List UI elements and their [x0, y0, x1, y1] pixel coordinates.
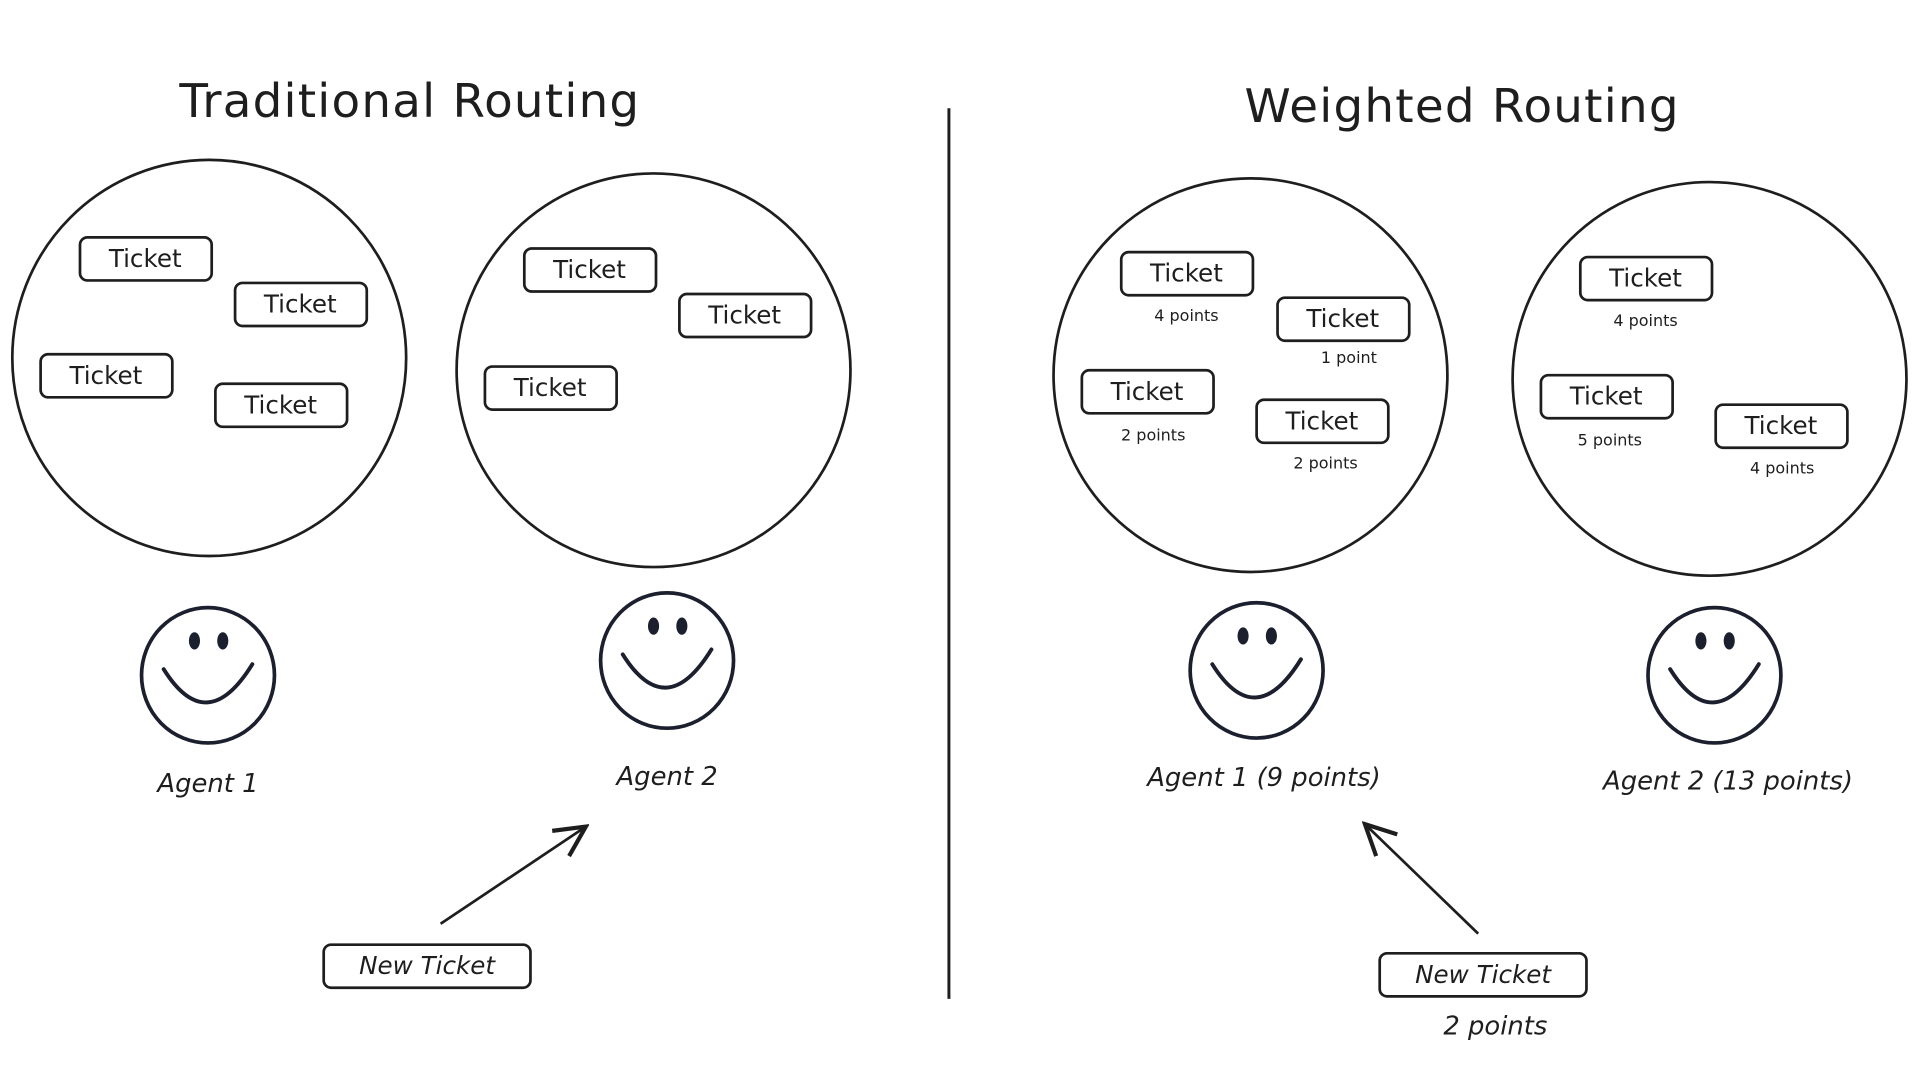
ticket-label: Ticket: [1608, 264, 1682, 293]
ticket[interactable]: Ticket: [483, 365, 618, 411]
arrow-icon: [1365, 824, 1480, 935]
traditional-routing-panel: Traditional Routing Ticket Ticket Ticket…: [10, 75, 852, 990]
ticket-label: Ticket: [68, 361, 142, 390]
agent1-queue-circle: [10, 158, 408, 558]
ticket[interactable]: Ticket: [233, 281, 369, 328]
agent1-label: Agent 1 (9 points): [1145, 763, 1381, 793]
ticket-label: Ticket: [1305, 304, 1379, 333]
ticket[interactable]: Ticket: [522, 247, 658, 293]
new-ticket[interactable]: New Ticket: [1378, 951, 1588, 998]
agent1-queue: Ticket Ticket Ticket Ticket: [10, 158, 408, 558]
ticket[interactable]: Ticket: [1578, 255, 1714, 302]
agent2-label: Agent 2: [615, 762, 718, 792]
agent2-queue: Ticket Ticket Ticket: [455, 172, 852, 569]
agent2-queue: Ticket 4 points Ticket 5 points Ticket 4…: [1511, 180, 1908, 578]
smiley-face-icon: [1188, 600, 1325, 740]
ticket-label: Ticket: [108, 244, 182, 273]
weighted-routing-title: Weighted Routing: [1245, 80, 1680, 134]
ticket-points: 5 points: [1578, 430, 1642, 449]
ticket-label: Ticket: [243, 390, 317, 419]
ticket-points: 4 points: [1154, 306, 1218, 325]
ticket-label: Ticket: [1110, 377, 1184, 406]
ticket[interactable]: Ticket: [78, 236, 214, 282]
traditional-routing-title: Traditional Routing: [178, 75, 640, 129]
ticket-points: 1 point: [1321, 348, 1377, 367]
ticket[interactable]: Ticket: [214, 382, 349, 429]
agent2-queue-circle: [1511, 180, 1908, 578]
agent1-queue: Ticket 4 points Ticket 1 point Ticket 2 …: [1052, 177, 1449, 574]
weighted-routing-panel: Weighted Routing Ticket 4 points Ticket …: [1052, 80, 1908, 1041]
ticket-points: 4 points: [1613, 311, 1677, 330]
ticket-label: Ticket: [1149, 259, 1223, 288]
agent1-label: Agent 1: [155, 769, 258, 799]
agent1-queue-circle: [1052, 177, 1449, 574]
ticket[interactable]: Ticket: [1119, 250, 1255, 297]
ticket-points: 2 points: [1293, 454, 1357, 473]
ticket-label: Ticket: [1744, 411, 1818, 440]
ticket[interactable]: Ticket: [1255, 398, 1390, 445]
ticket-label: Ticket: [263, 289, 337, 318]
arrow-icon: [439, 827, 586, 925]
smiley-face-icon: [1646, 605, 1783, 745]
ticket[interactable]: Ticket: [1539, 373, 1674, 420]
ticket[interactable]: Ticket: [1080, 368, 1215, 415]
ticket-points: 4 points: [1750, 459, 1814, 478]
ticket[interactable]: Ticket: [39, 352, 174, 399]
ticket-label: Ticket: [552, 255, 626, 284]
new-ticket[interactable]: New Ticket: [322, 943, 532, 990]
ticket-points: 2 points: [1121, 425, 1185, 444]
smiley-face-icon: [139, 605, 277, 745]
agent2-queue-circle: [455, 172, 852, 569]
ticket[interactable]: Ticket: [1714, 403, 1849, 450]
new-ticket-label: New Ticket: [1415, 960, 1552, 989]
ticket-label: Ticket: [707, 301, 781, 330]
smiley-face-icon: [598, 591, 736, 731]
ticket-label: Ticket: [1569, 382, 1643, 411]
ticket-label: Ticket: [1284, 406, 1358, 435]
ticket[interactable]: Ticket: [678, 292, 813, 339]
agent2-label: Agent 2 (13 points): [1601, 767, 1853, 797]
new-ticket-points: 2 points: [1443, 1011, 1547, 1041]
new-ticket-label: New Ticket: [359, 951, 496, 980]
ticket-label: Ticket: [513, 373, 587, 402]
ticket[interactable]: Ticket: [1276, 296, 1411, 343]
